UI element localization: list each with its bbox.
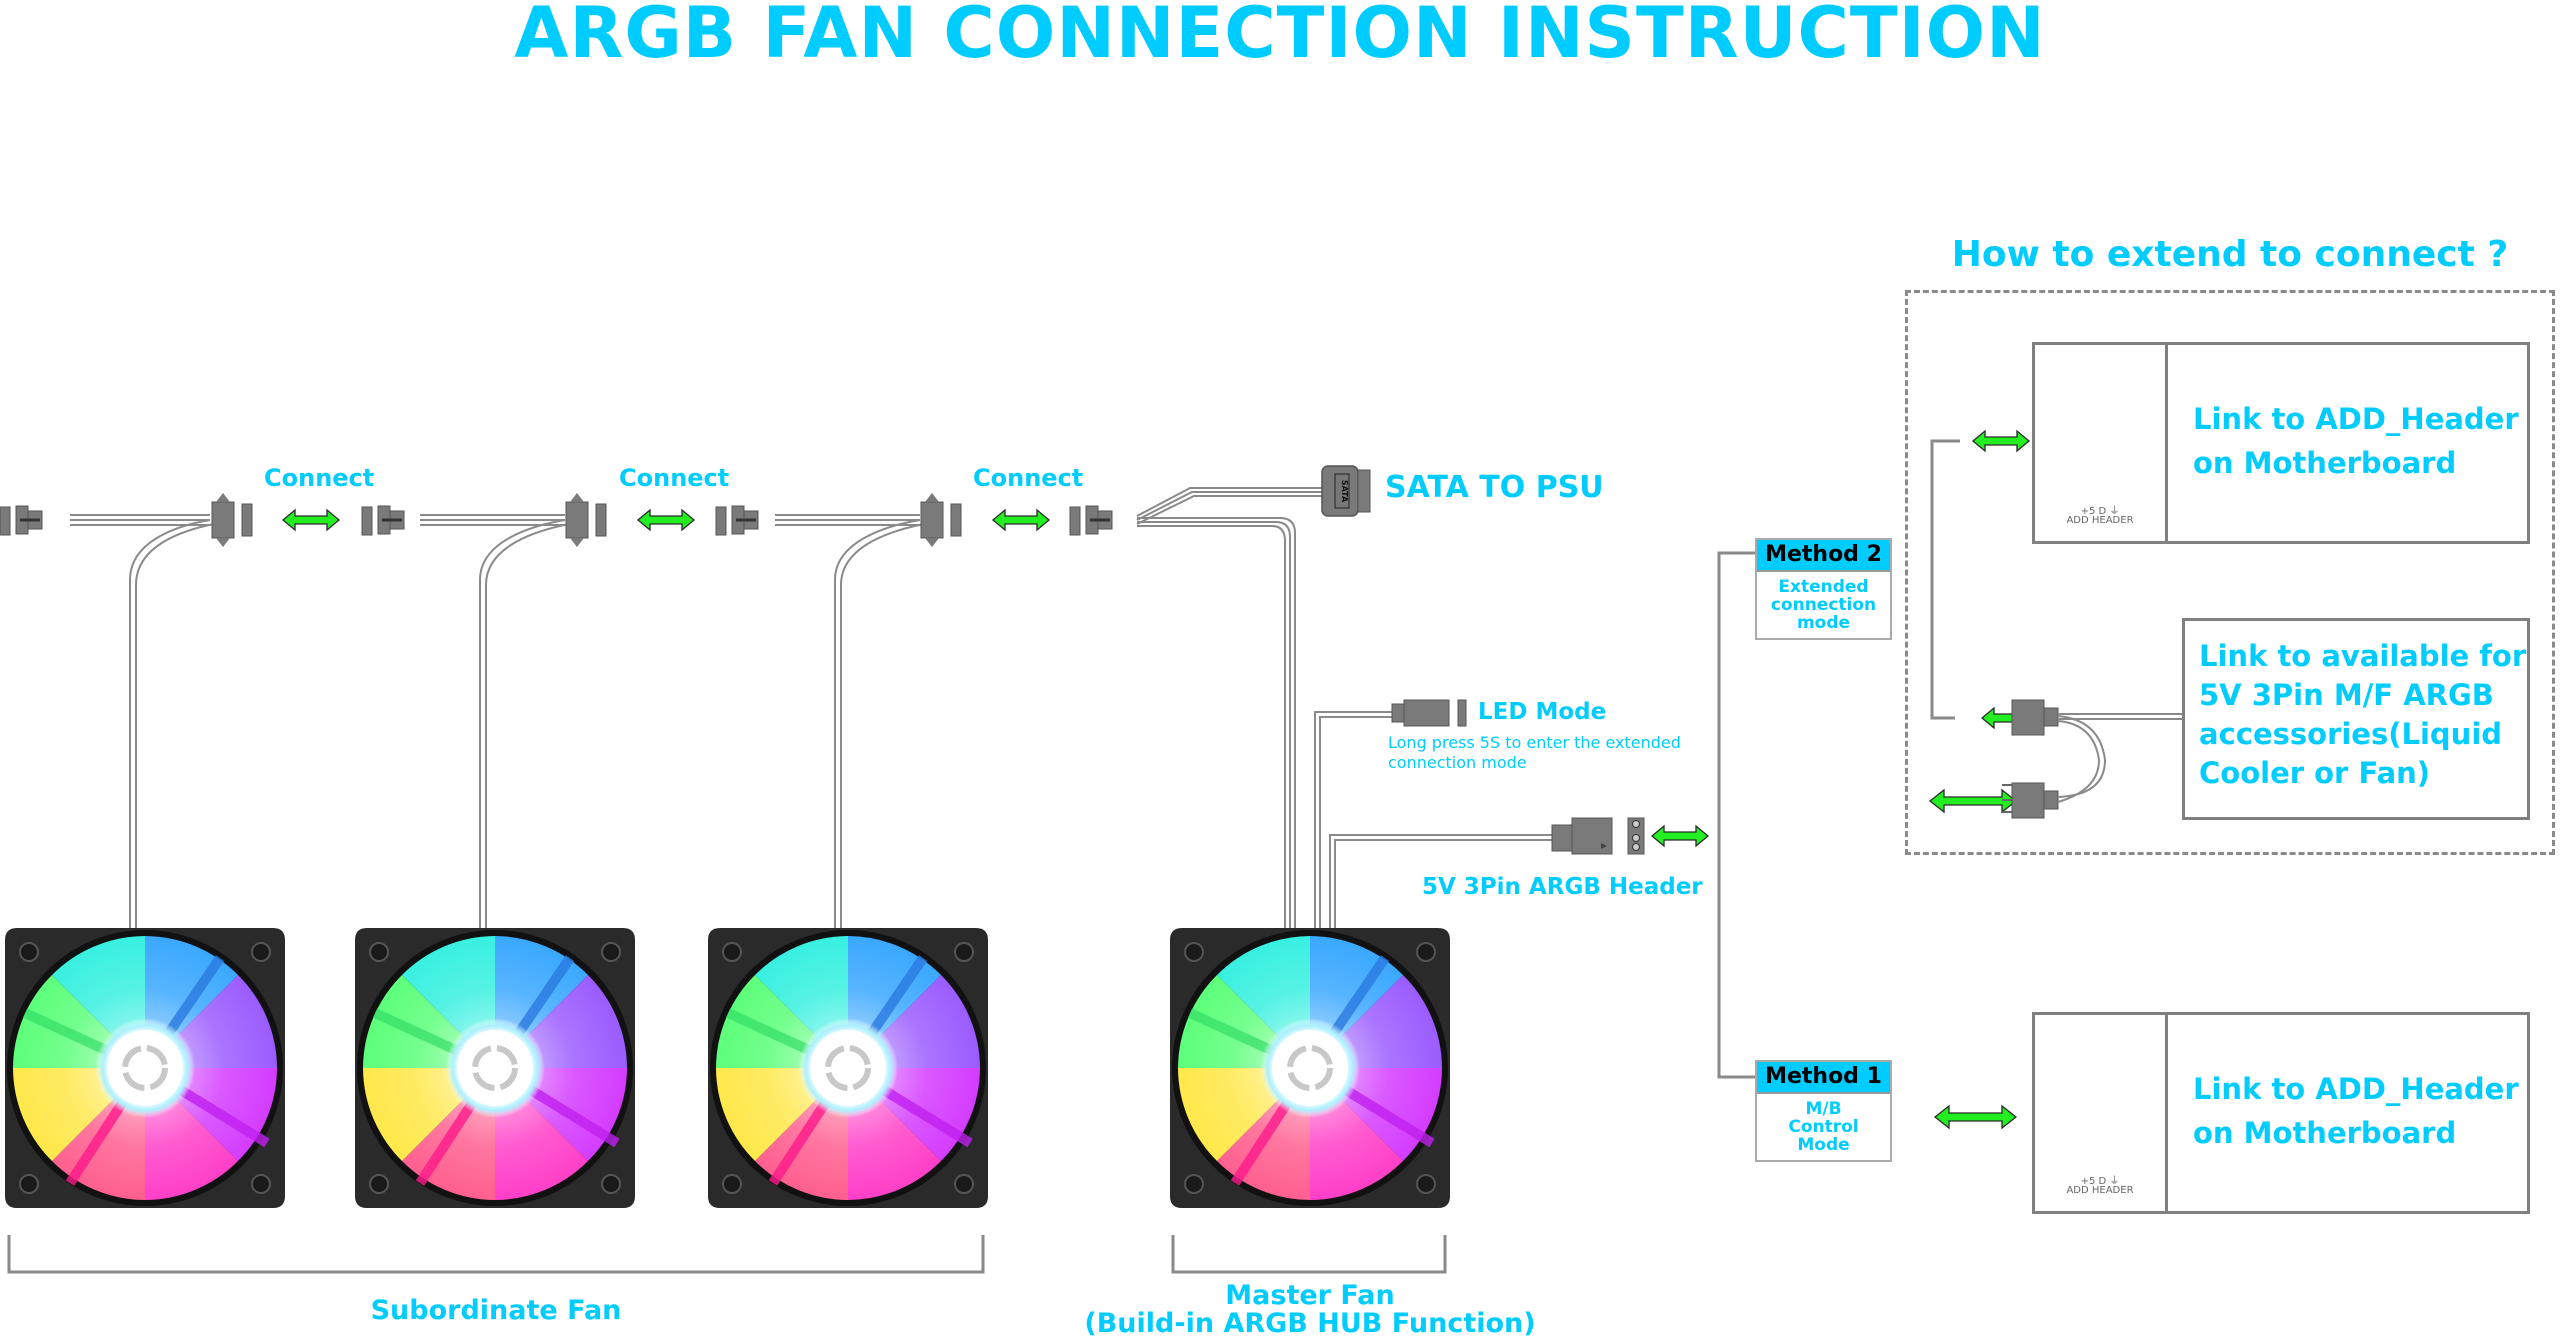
link-accessories-box: Link to available for 5V 3Pin M/F ARGB a…: [2182, 618, 2530, 820]
sata-connector-text: SATA: [1340, 480, 1349, 503]
method-1-box: Method 1 M/B Control Mode: [1755, 1060, 1892, 1162]
link-add-header-text: Link to ADD_Header on Motherboard: [2193, 397, 2519, 485]
link-accessories-line: accessories(Liquid: [2199, 717, 2503, 751]
method-2-line: connection: [1770, 595, 1877, 615]
link-add-header-box: +5 D ⏚ ADD HEADER Link to ADD_Header on …: [2032, 342, 2530, 544]
plug-master: [1068, 504, 1114, 537]
led-mode-note-line2: connection mode: [1388, 753, 1527, 772]
arrow-connect-3: [992, 509, 1050, 531]
link-add-header-line: on Motherboard: [2193, 446, 2457, 480]
chain-cable-3: [775, 514, 925, 935]
chain-cable-2: [420, 514, 570, 935]
add-header-pin-labels: +5 D ⏚: [2080, 506, 2120, 517]
link-accessories-line: Link to available for: [2199, 639, 2527, 673]
led-mode-label: LED Mode: [1478, 699, 1607, 725]
box-divider: [2165, 345, 2168, 541]
chain-cable-1: [70, 514, 215, 935]
extend-dashed-box: [1905, 290, 2555, 855]
arrow-connect-1: [282, 509, 340, 531]
add-header-pin-labels: +5 D ⏚: [2080, 1176, 2120, 1187]
fan-subordinate-3: [708, 928, 988, 1208]
led-mode-note: Long press 5S to enter the extended conn…: [1388, 733, 1681, 773]
argb-header-label: 5V 3Pin ARGB Header: [1422, 874, 1703, 900]
method1-link-line: Link to ADD_Header: [2193, 1072, 2519, 1106]
master-fan-sublabel: (Build-in ARGB HUB Function): [1084, 1308, 1536, 1339]
link-accessories-text: Link to available for 5V 3Pin M/F ARGB a…: [2199, 637, 2526, 793]
method-1-line: M/B: [1805, 1099, 1842, 1119]
method-2-header: Method 2: [1757, 540, 1890, 572]
plug-3: [714, 504, 760, 537]
accessory-y-cable: [2057, 713, 2184, 803]
plug-2: [360, 504, 406, 537]
fan-subordinate-2: [355, 928, 635, 1208]
extend-bracket: [1930, 439, 1960, 720]
box-divider: [2165, 1015, 2168, 1211]
method-bracket: [1717, 551, 1755, 1079]
add-header-caption: ADD HEADER: [2066, 1185, 2134, 1196]
fan-subordinate-1: [5, 928, 285, 1208]
connect-label-2: Connect: [619, 464, 730, 492]
argb-header-connector: [1551, 817, 1645, 855]
method1-link-line: on Motherboard: [2193, 1116, 2457, 1150]
add-header-caption: ADD HEADER: [2066, 515, 2134, 526]
subordinate-bracket: [7, 1235, 985, 1274]
method-2-box: Method 2 Extended connection mode: [1755, 538, 1892, 640]
arrow-argb-header: [1651, 825, 1709, 847]
method-2-description: Extended connection mode: [1757, 572, 1890, 638]
master-cable-bundle: [1136, 487, 1552, 935]
method-1-line: Mode: [1797, 1135, 1850, 1155]
plug-left-edge: [0, 504, 44, 537]
link-accessories-line: 5V 3Pin M/F ARGB: [2199, 678, 2494, 712]
method-2-line: mode: [1796, 613, 1851, 633]
split-connector-1: [211, 492, 253, 548]
sata-connector: SATA: [1321, 465, 1371, 517]
method1-link-text: Link to ADD_Header on Motherboard: [2193, 1067, 2519, 1155]
connect-label-3: Connect: [973, 464, 1084, 492]
connect-label-1: Connect: [264, 464, 375, 492]
subordinate-fan-label: Subordinate Fan: [370, 1295, 622, 1326]
accessory-connector-female: [2011, 699, 2059, 736]
master-bracket: [1171, 1235, 1447, 1274]
split-connector-2: [565, 492, 607, 548]
method-1-description: M/B Control Mode: [1757, 1094, 1890, 1160]
method-1-line: Control: [1788, 1117, 1859, 1137]
page-title: ARGB FAN CONNECTION INSTRUCTION: [514, 0, 2046, 74]
extend-heading: How to extend to connect ?: [1951, 234, 2509, 275]
sata-to-psu-label: SATA TO PSU: [1385, 470, 1604, 505]
led-mode-note-line1: Long press 5S to enter the extended: [1388, 733, 1681, 752]
accessory-connector-male: [2002, 782, 2059, 819]
link-add-header-line: Link to ADD_Header: [2193, 402, 2519, 436]
link-accessories-line: Cooler or Fan): [2199, 756, 2431, 790]
arrow-method1: [1933, 1104, 2018, 1130]
split-connector-3: [920, 492, 962, 548]
fan-master: [1170, 928, 1450, 1208]
method-2-line: Extended: [1778, 577, 1869, 597]
led-mode-connector: [1391, 699, 1467, 727]
master-fan-label: Master Fan: [1225, 1280, 1395, 1311]
method-1-header: Method 1: [1757, 1062, 1890, 1094]
arrow-connect-2: [637, 509, 695, 531]
method1-link-add-header-box: +5 D ⏚ ADD HEADER Link to ADD_Header on …: [2032, 1012, 2530, 1214]
